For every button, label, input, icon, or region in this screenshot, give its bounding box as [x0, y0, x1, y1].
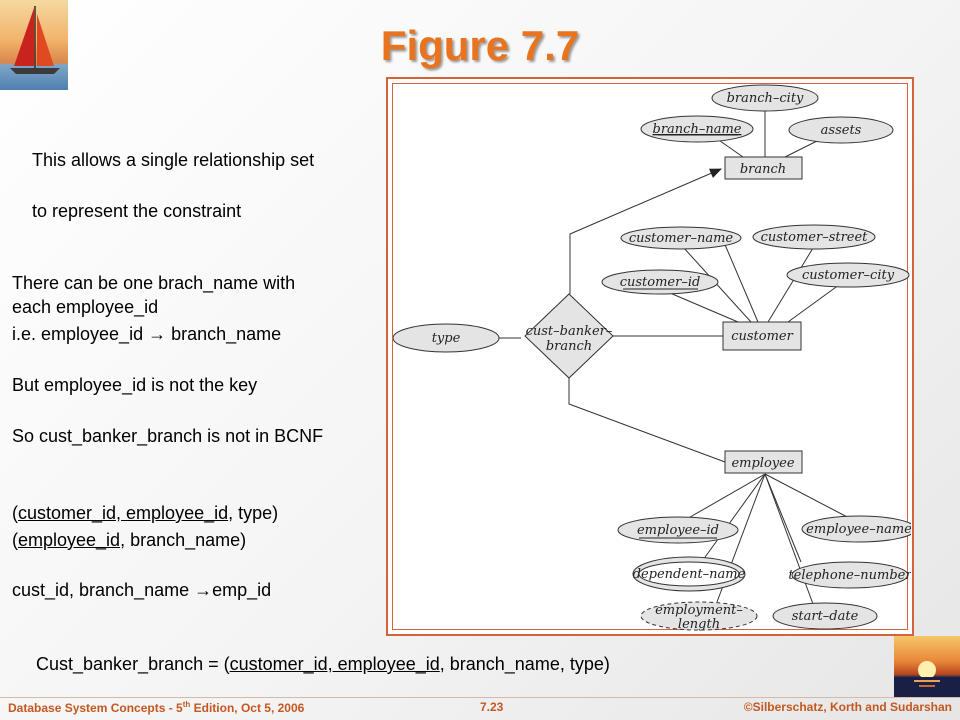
attribute-customer-id: customer–id [601, 269, 719, 295]
schema-2: (employee_id, branch_name) [12, 530, 246, 551]
attribute-employment-length-line-2: length [678, 617, 720, 632]
er-diagram-canvas: branch branch–city branch–name assets cu… [392, 83, 917, 632]
attribute-customer-street-label: customer–street [761, 230, 869, 245]
entity-customer: customer [722, 321, 802, 351]
attribute-branch-name: branch–name [640, 115, 754, 143]
attribute-telephone-number-label: telephone–number [788, 568, 911, 583]
sun-icon [894, 661, 960, 698]
fd-text-a: cust_id, branch_name [12, 580, 195, 600]
attribute-start-date-label: start–date [792, 609, 859, 624]
footer-left-a: Database System Concepts - 5 [8, 701, 183, 715]
entity-employee-label: employee [731, 456, 794, 471]
sailboat-icon [10, 6, 60, 74]
entity-branch-label: branch [740, 162, 786, 177]
footer-page-number: 7.23 [480, 700, 504, 714]
attribute-customer-name: customer–name [620, 226, 742, 250]
note-line-5-text-a: i.e. employee_id [12, 324, 149, 344]
fd-text-b: emp_id [212, 580, 272, 600]
footer-left: Database System Concepts - 5th Edition, … [8, 700, 304, 715]
note-line-5: i.e. employee_id → branch_name [12, 324, 281, 345]
er-diagram: branch branch–city branch–name assets cu… [392, 84, 917, 632]
attribute-customer-city: customer–city [786, 262, 910, 288]
schema-1-open: ( [12, 503, 18, 523]
note-line-3: There can be one brach_name with [12, 273, 296, 293]
entity-employee: employee [724, 450, 803, 474]
attribute-customer-id-label: customer–id [620, 275, 701, 290]
functional-dependency: cust_id, branch_name →emp_id [12, 580, 271, 601]
note-line-2: to represent the constraint [32, 201, 242, 221]
attribute-customer-name-label: customer–name [629, 231, 734, 246]
attribute-telephone-number: telephone–number [788, 561, 912, 589]
relationship-cust-banker-branch: cust–banker– branch [524, 293, 614, 379]
attribute-employee-name: employee–name [801, 515, 917, 543]
attribute-start-date: start–date [772, 602, 878, 630]
schema-1: (customer_id, employee_id, type) [12, 503, 278, 524]
attribute-assets-label: assets [821, 123, 862, 138]
bottom-schema-a: Cust_banker_branch = ( [36, 654, 230, 674]
bottom-schema-key: customer_id, employee_id [229, 654, 440, 674]
note-line-5-text-b: branch_name [166, 324, 282, 344]
entity-customer-label: customer [731, 329, 793, 344]
attribute-type: type [392, 323, 500, 353]
arrow-icon: → [194, 580, 213, 600]
bottom-schema: Cust_banker_branch = (customer_id, emplo… [36, 654, 610, 675]
footer-copyright: ©Silberschatz, Korth and Sudarshan [743, 700, 952, 714]
attribute-assets: assets [788, 116, 894, 144]
footer-left-b: Edition, Oct 5, 2006 [190, 701, 305, 715]
attribute-employee-id-label: employee–id [637, 523, 719, 538]
note-line-7: So cust_banker_branch is not in BCNF [12, 426, 324, 446]
footer-divider [0, 697, 960, 698]
note-line-4: each employee_id [12, 297, 159, 317]
attribute-employment-length: employment– length [640, 601, 758, 632]
note-line-6: But employee_id is not the key [12, 375, 258, 395]
attribute-employee-name-label: employee–name [806, 522, 911, 537]
footer-left-sup: th [182, 700, 191, 709]
attribute-customer-street: customer–street [752, 224, 876, 250]
schema-1-key: customer_id, employee_id [18, 503, 229, 523]
entity-branch: branch [724, 156, 803, 180]
attribute-branch-city: branch–city [711, 84, 819, 112]
attribute-employee-id: employee–id [617, 516, 739, 544]
schema-2-open: ( [12, 530, 18, 550]
schema-2-rest: , branch_name) [120, 530, 247, 550]
bottom-schema-rest: , branch_name, type) [439, 654, 610, 674]
sailboat-logo [0, 0, 68, 90]
attribute-dependent-name: dependent–name [632, 556, 746, 592]
schema-1-rest: , type) [228, 503, 279, 523]
attribute-type-label: type [432, 331, 461, 346]
page-title: Figure 7.7 [380, 22, 580, 69]
attribute-branch-name-label: branch–name [653, 122, 742, 137]
relationship-label-line-2: branch [546, 339, 592, 354]
er-diagram-frame: branch branch–city branch–name assets cu… [386, 77, 917, 636]
arrow-icon: → [148, 324, 167, 344]
attribute-branch-city-label: branch–city [727, 91, 804, 106]
note-line-1: This allows a single relationship set [32, 150, 315, 170]
schema-2-key: employee_id [18, 530, 121, 550]
relationship-label-line-1: cust–banker– [526, 324, 613, 339]
attribute-dependent-name-label: dependent–name [633, 567, 746, 582]
attribute-customer-city-label: customer–city [802, 268, 895, 283]
attribute-employment-length-line-1: employment– [655, 603, 743, 618]
sunset-image [894, 636, 960, 698]
